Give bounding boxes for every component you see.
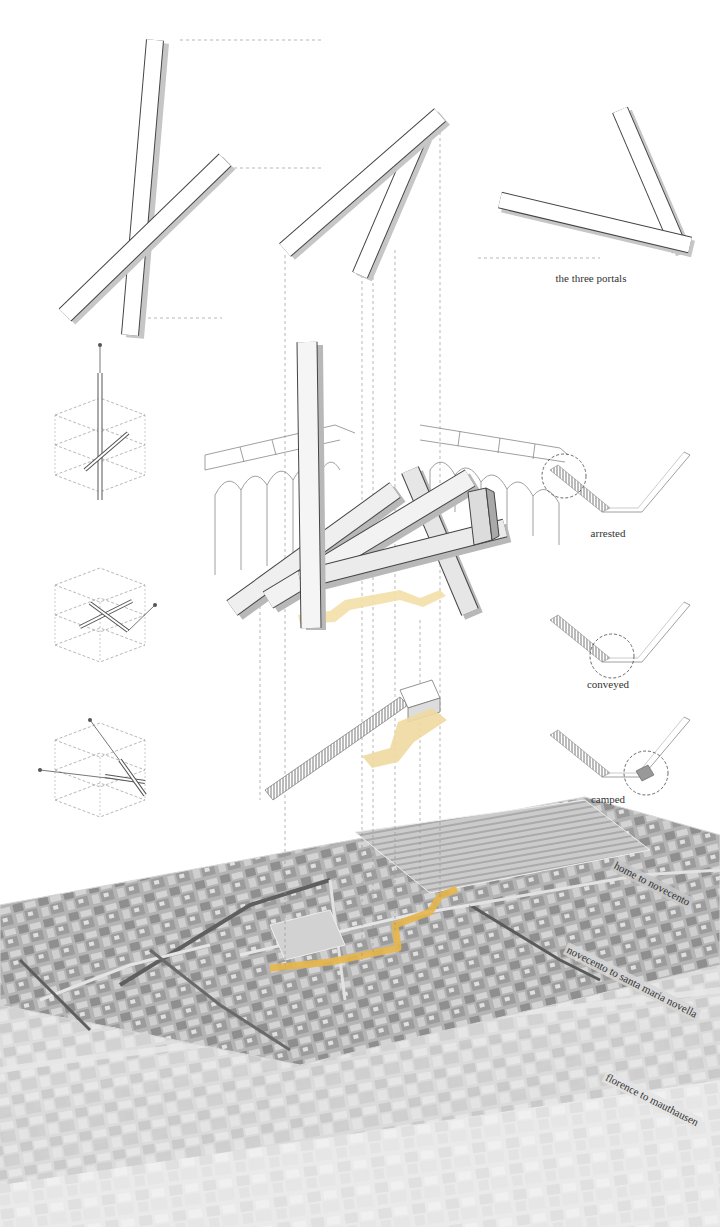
annotation-label: florence to mauthausen xyxy=(601,1070,702,1130)
annotation-label: the three portals xyxy=(554,272,629,285)
annotation-label: home to novecento xyxy=(610,858,694,910)
annotation-label: camped xyxy=(589,793,627,806)
annotation-label: arrested xyxy=(589,527,628,540)
annotation-label: conveyed xyxy=(585,678,631,691)
annotation-label: novecento to santa maria novella xyxy=(563,942,702,1021)
